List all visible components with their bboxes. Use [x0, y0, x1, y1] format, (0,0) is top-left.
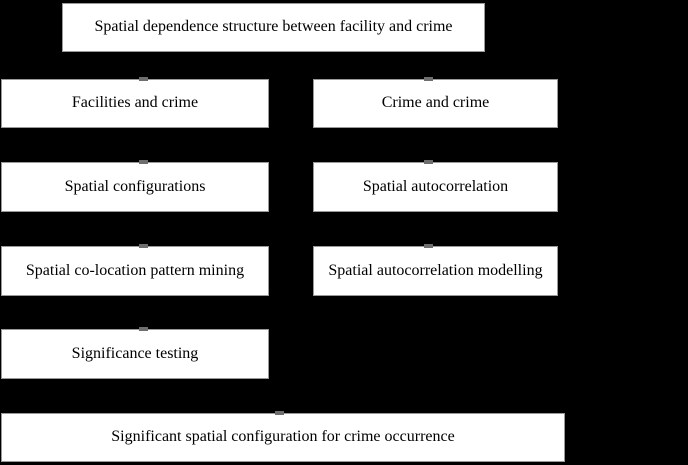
arrowhead-notch-icon [139, 77, 148, 81]
node-label: Significant spatial configuration for cr… [111, 428, 455, 446]
arrowhead-notch-icon [424, 77, 433, 81]
node-label: Spatial dependence structure between fac… [94, 18, 453, 36]
node-spatial-configurations: Spatial configurations [1, 160, 269, 212]
node-label: Crime and crime [381, 94, 490, 112]
node-label: Spatial co-location pattern mining [25, 261, 245, 279]
node-significant-spatial-configuration: Significant spatial configuration for cr… [1, 411, 565, 462]
arrowhead-notch-icon [139, 327, 148, 331]
node-spatial-autocorrelation: Spatial autocorrelation [313, 160, 558, 212]
node-label: Spatial autocorrelation modelling [328, 261, 543, 279]
node-label: Facilities and crime [71, 94, 199, 112]
node-crime-and-crime: Crime and crime [313, 77, 558, 128]
arrowhead-notch-icon [424, 160, 433, 164]
arrowhead-notch-icon [275, 411, 284, 415]
arrowhead-notch-icon [424, 244, 433, 248]
node-spatial-colocation-pattern-mining: Spatial co-location pattern mining [1, 244, 269, 296]
node-label: Spatial autocorrelation [362, 177, 509, 195]
node-label: Significance testing [71, 344, 199, 362]
arrowhead-notch-icon [139, 160, 148, 164]
node-label: Spatial configurations [64, 177, 206, 195]
node-significance-testing: Significance testing [1, 327, 269, 379]
node-spatial-autocorrelation-modelling: Spatial autocorrelation modelling [313, 244, 558, 296]
arrowhead-notch-icon [139, 244, 148, 248]
node-facilities-and-crime: Facilities and crime [1, 77, 269, 128]
node-spatial-dependence-structure: Spatial dependence structure between fac… [62, 3, 485, 52]
